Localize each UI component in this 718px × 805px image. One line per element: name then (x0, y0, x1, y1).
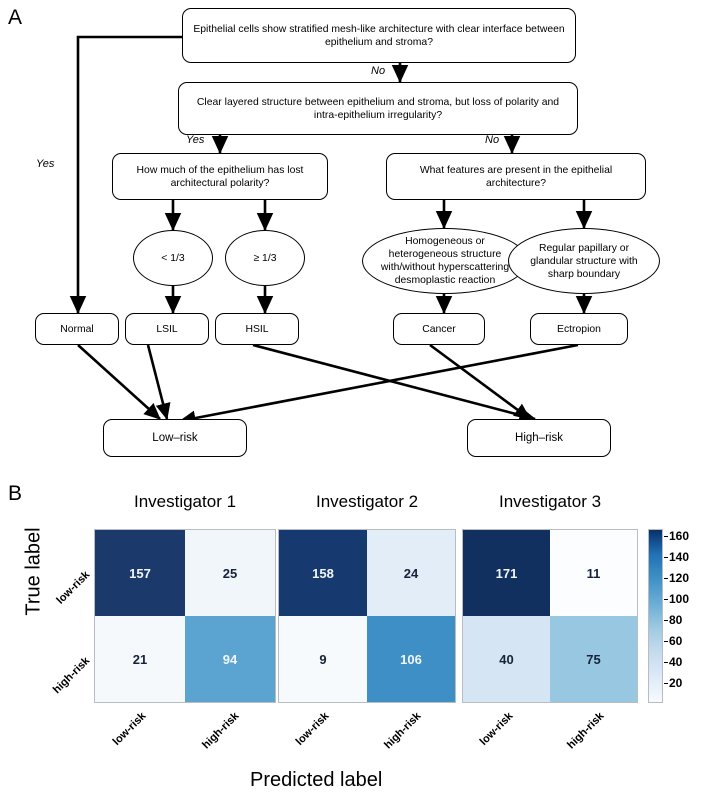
flow-node-high-risk-label: High–risk (515, 431, 563, 444)
edge-label-yes-left: Yes (36, 158, 55, 170)
y-tick-high-risk: high-risk (50, 654, 93, 697)
colorbar-tick-mark (664, 662, 668, 663)
flow-node-lsil-label: LSIL (156, 323, 178, 335)
flow-node-low-risk[interactable]: Low–risk (103, 419, 247, 457)
colorbar-tick-label: 80 (669, 613, 683, 627)
flow-node-oval-less-third-label: < 1/3 (161, 252, 185, 264)
colorbar-tick-mark (664, 620, 668, 621)
colorbar-tick-label: 100 (669, 592, 690, 606)
flow-node-normal-label: Normal (60, 323, 94, 335)
flow-node-question-2-label: Clear layered structure between epitheli… (196, 96, 560, 121)
colorbar-tick-label: 140 (669, 550, 690, 564)
flow-node-oval-less-third[interactable]: < 1/3 (133, 230, 213, 286)
colorbar-tick-label: 60 (669, 634, 683, 648)
flow-node-question-4[interactable]: What features are present in the epithel… (386, 153, 646, 200)
colorbar-tick-mark (664, 536, 668, 537)
matrix-cell: 24 (367, 530, 455, 616)
flow-node-high-risk[interactable]: High–risk (467, 419, 611, 457)
matrix-cell: 94 (185, 616, 275, 702)
flow-node-low-risk-label: Low–risk (152, 431, 198, 444)
matrix-cell: 21 (95, 616, 185, 702)
flow-node-ectropion-label: Ectropion (557, 323, 601, 335)
edge-label-no-mid: No (485, 134, 500, 146)
x-tick-high-risk-m1: high-risk (200, 710, 242, 752)
x-axis-title: Predicted label (250, 769, 383, 791)
flow-node-ectropion[interactable]: Ectropion (530, 313, 628, 345)
panel-b-letter: B (8, 482, 23, 505)
flow-node-oval-ectropion-features-label: Regular papillary or glandular structure… (530, 242, 638, 280)
flow-node-oval-cancer-features-label: Homogeneous or heterogeneous structure w… (380, 236, 510, 286)
colorbar-tick-mark (664, 557, 668, 558)
flow-node-hsil-label: HSIL (245, 323, 269, 335)
matrix-cell: 106 (367, 616, 455, 702)
colorbar-tick-mark (664, 578, 668, 579)
colorbar-tick-label: 120 (669, 571, 690, 585)
colorbar-tick-mark (664, 599, 668, 600)
flow-node-hsil[interactable]: HSIL (215, 313, 299, 345)
matrix-title-investigator-3: Investigator 3 (498, 492, 602, 511)
flow-node-oval-ge-third-label: ≥ 1/3 (253, 252, 277, 264)
flow-node-question-3-label: How much of the epithelium has lost arch… (136, 164, 304, 189)
flow-node-oval-ge-third[interactable]: ≥ 1/3 (225, 230, 305, 286)
flow-node-cancer-label: Cancer (422, 323, 456, 335)
matrix-title-investigator-1: Investigator 1 (133, 492, 237, 511)
colorbar-tick-label: 20 (669, 676, 683, 690)
matrix-cell: 9 (279, 616, 367, 702)
colorbar-tick-mark (664, 641, 668, 642)
matrix-cell: 171 (463, 530, 550, 616)
x-tick-high-risk-m2: high-risk (382, 710, 424, 752)
panel-a-letter: A (8, 6, 23, 29)
x-tick-low-risk-m1: low-risk (110, 710, 149, 748)
flow-node-question-4-label: What features are present in the epithel… (419, 164, 613, 189)
flow-node-question-1[interactable]: Epithelial cells show stratified mesh-li… (182, 8, 576, 63)
flow-node-oval-ectropion-features[interactable]: Regular papillary or glandular structure… (508, 228, 660, 294)
matrix-cell: 158 (279, 530, 367, 616)
matrix-cell: 157 (95, 530, 185, 616)
decision-flowchart: Epithelial cells show stratified mesh-li… (35, 8, 660, 457)
colorbar (648, 529, 663, 703)
confusion-matrix-investigator-1: 157 25 21 94 (94, 529, 276, 703)
x-tick-high-risk-m3: high-risk (565, 710, 607, 752)
colorbar-tick-mark (664, 683, 668, 684)
matrix-cell: 75 (550, 616, 637, 702)
edge-label-yes-mid: Yes (186, 134, 205, 146)
x-tick-low-risk-m2: low-risk (293, 710, 332, 748)
flow-node-cancer[interactable]: Cancer (393, 313, 485, 345)
matrix-cell: 40 (463, 616, 550, 702)
confusion-matrix-investigator-3: 171 11 40 75 (462, 529, 638, 703)
y-axis-title: True label (22, 527, 45, 616)
flow-node-normal[interactable]: Normal (35, 313, 119, 345)
matrix-title-investigator-2: Investigator 2 (315, 492, 419, 511)
matrix-cell: 11 (550, 530, 637, 616)
flowchart-connectors (69, 35, 593, 426)
flow-node-question-3[interactable]: How much of the epithelium has lost arch… (112, 153, 328, 200)
flow-node-question-1-label: Epithelial cells show stratified mesh-li… (193, 23, 565, 48)
colorbar-tick-label: 160 (669, 529, 690, 543)
confusion-matrix-investigator-2: 158 24 9 106 (278, 529, 456, 703)
edge-label-no-top: No (371, 65, 386, 77)
flow-node-question-2[interactable]: Clear layered structure between epitheli… (178, 82, 578, 135)
flow-node-lsil[interactable]: LSIL (125, 313, 209, 345)
flow-node-oval-cancer-features[interactable]: Homogeneous or heterogeneous structure w… (362, 228, 528, 294)
matrix-cell: 25 (185, 530, 275, 616)
colorbar-tick-label: 40 (669, 655, 683, 669)
x-tick-low-risk-m3: low-risk (477, 710, 516, 748)
